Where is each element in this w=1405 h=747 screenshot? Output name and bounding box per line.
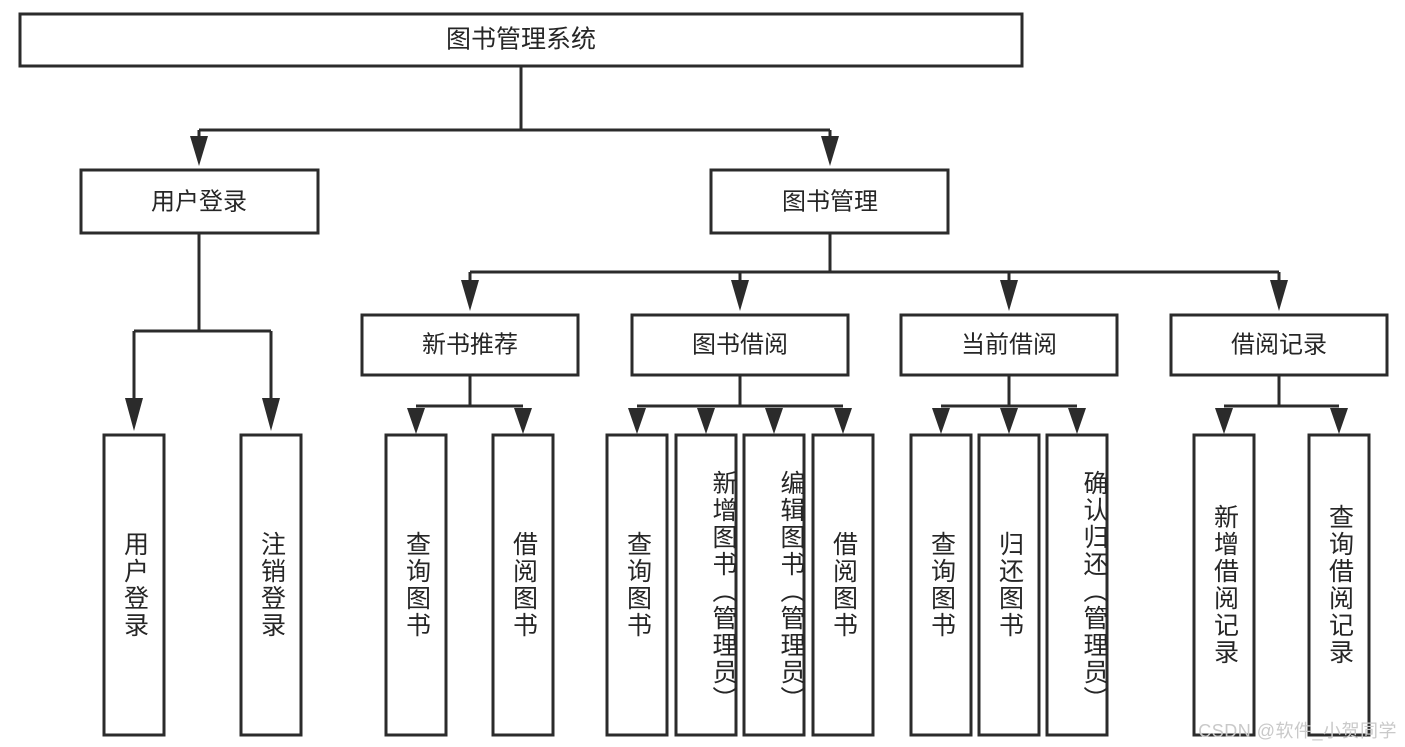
leaf-edit-book-box[interactable] [742, 433, 806, 737]
arrow-to-query-book-2 [628, 408, 646, 434]
leaf-query-book-1-box[interactable] [384, 433, 448, 737]
connector-group-root-to-level2 [190, 66, 839, 166]
leaf-query-book-2-box[interactable] [605, 433, 669, 737]
node-records-box[interactable] [1169, 313, 1389, 377]
leaf-query-record-box[interactable] [1307, 433, 1371, 737]
arrow-to-query-book-3 [932, 408, 950, 434]
arrow-to-confirm-return [1068, 408, 1086, 434]
node-borrow-label: 图书借阅 [692, 331, 788, 358]
node-current[interactable]: 当前借阅 [899, 313, 1119, 377]
arrow-to-login [190, 136, 208, 166]
node-current-box[interactable] [899, 313, 1119, 377]
leaf-confirm-return-box[interactable] [1045, 433, 1109, 737]
arrow-to-add-record [1215, 408, 1233, 434]
node-borrow[interactable]: 图书借阅 [630, 313, 850, 377]
leaf-add-record-box[interactable] [1192, 433, 1256, 737]
leaf-borrow-book-2-box[interactable] [811, 433, 875, 737]
node-root-box[interactable] [18, 12, 1024, 68]
node-bookmgmt[interactable]: 图书管理 [709, 168, 950, 235]
arrow-to-edit-book [765, 408, 783, 434]
node-login-label: 用户登录 [151, 188, 247, 215]
connector-group-bookmgmt-to-level3 [461, 233, 1288, 311]
connector-group-current-to-leaves [932, 375, 1086, 434]
node-newbook-box[interactable] [360, 313, 580, 377]
connector-group-records-to-leaves [1215, 375, 1348, 434]
connector-group-newbook-to-leaves [407, 375, 532, 434]
leaf-user-login-box[interactable] [102, 433, 166, 737]
node-newbook[interactable]: 新书推荐 [360, 313, 580, 377]
leaf-query-book-3-box[interactable] [909, 433, 973, 737]
arrow-to-logout [262, 398, 280, 431]
node-current-label: 当前借阅 [961, 331, 1057, 358]
arrow-to-query-record [1330, 408, 1348, 434]
arrow-to-user-login [125, 398, 143, 431]
leaf-borrow-book-1-box[interactable] [491, 433, 555, 737]
arrow-to-add-book [697, 408, 715, 434]
arrow-to-query-book-1 [407, 408, 425, 434]
leaf-add-book-box[interactable] [674, 433, 738, 737]
node-records[interactable]: 借阅记录 [1169, 313, 1389, 377]
connector-group-login-to-leaves [125, 233, 280, 431]
leaf-boxes-group [102, 433, 1371, 737]
leaf-return-book-box[interactable] [977, 433, 1041, 737]
node-login[interactable]: 用户登录 [79, 168, 320, 235]
arrow-to-current [1000, 280, 1018, 311]
node-records-label: 借阅记录 [1231, 331, 1327, 358]
arrow-to-borrow-book-2 [834, 408, 852, 434]
connector-group-borrow-to-leaves [628, 375, 852, 434]
arrow-to-bookmgmt [821, 136, 839, 166]
arrow-to-borrow [731, 280, 749, 311]
node-bookmgmt-box[interactable] [709, 168, 950, 235]
arrow-to-borrow-book-1 [514, 408, 532, 434]
csdn-watermark: CSDN @软件_小贺同学 [1198, 721, 1397, 741]
node-login-box[interactable] [79, 168, 320, 235]
node-root[interactable]: 图书管理系统 [18, 12, 1024, 68]
arrow-to-newbook [461, 280, 479, 311]
leaf-logout-box[interactable] [239, 433, 303, 737]
arrow-to-return-book [1000, 408, 1018, 434]
node-root-label: 图书管理系统 [446, 26, 596, 54]
arrow-to-records [1270, 280, 1288, 311]
node-borrow-box[interactable] [630, 313, 850, 377]
node-bookmgmt-label: 图书管理 [782, 188, 878, 215]
node-newbook-label: 新书推荐 [422, 331, 518, 358]
